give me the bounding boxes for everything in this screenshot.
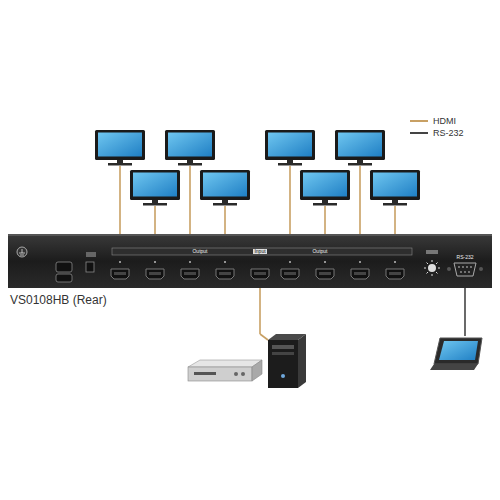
model-label: VS0108HB (Rear) bbox=[10, 294, 107, 306]
touch-panel bbox=[430, 338, 482, 370]
dvd-player bbox=[188, 360, 262, 381]
pc-tower bbox=[268, 334, 306, 388]
panel-label: Output bbox=[191, 249, 208, 254]
port-label: RS-232 bbox=[457, 255, 474, 260]
panel-label: Output bbox=[311, 249, 328, 254]
legend-entry: RS-232 bbox=[410, 128, 464, 138]
legend-entry: HDMI bbox=[410, 116, 456, 126]
panel-label: Input bbox=[253, 249, 266, 254]
legend-text: RS-232 bbox=[433, 128, 464, 138]
legend-line-sample bbox=[410, 129, 428, 137]
legend-line-sample bbox=[410, 117, 428, 125]
hdmi-wire bbox=[260, 334, 268, 340]
rear-panel bbox=[8, 234, 492, 288]
legend-text: HDMI bbox=[433, 116, 456, 126]
rs232-wire bbox=[464, 284, 466, 336]
monitors bbox=[95, 130, 420, 206]
